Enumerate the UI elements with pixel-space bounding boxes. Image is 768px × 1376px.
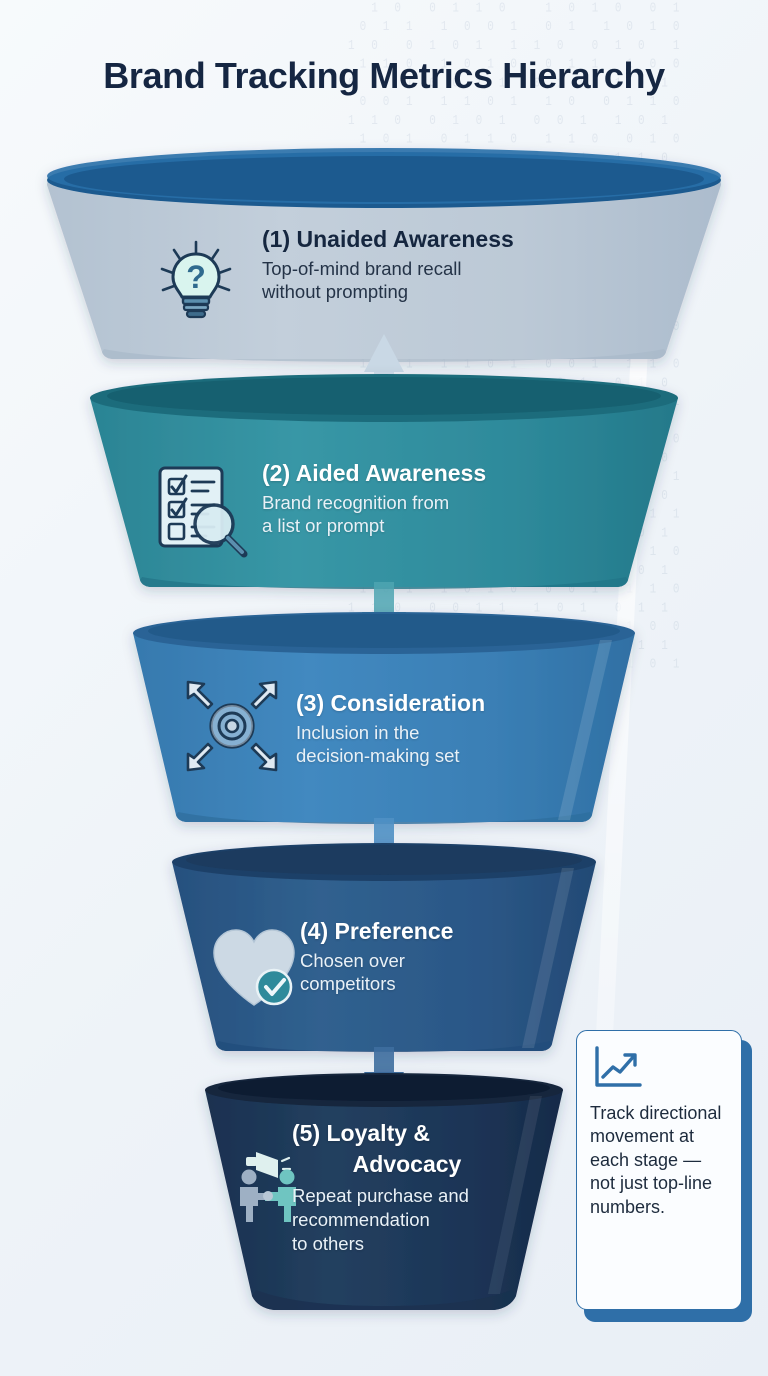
- funnel-stage-4[interactable]: [172, 843, 596, 1052]
- funnel-stage-1[interactable]: [47, 148, 721, 362]
- callout-card[interactable]: Track directional movement at each stage…: [576, 1030, 742, 1310]
- funnel-stage-5[interactable]: [205, 1073, 563, 1310]
- trend-chart-up-icon: [592, 1045, 728, 1096]
- callout-text: Track directional movement at each stage…: [590, 1103, 722, 1217]
- funnel-stage-3[interactable]: [133, 612, 635, 824]
- page-title: Brand Tracking Metrics Hierarchy: [103, 55, 665, 96]
- funnel-stage-2[interactable]: [90, 374, 678, 589]
